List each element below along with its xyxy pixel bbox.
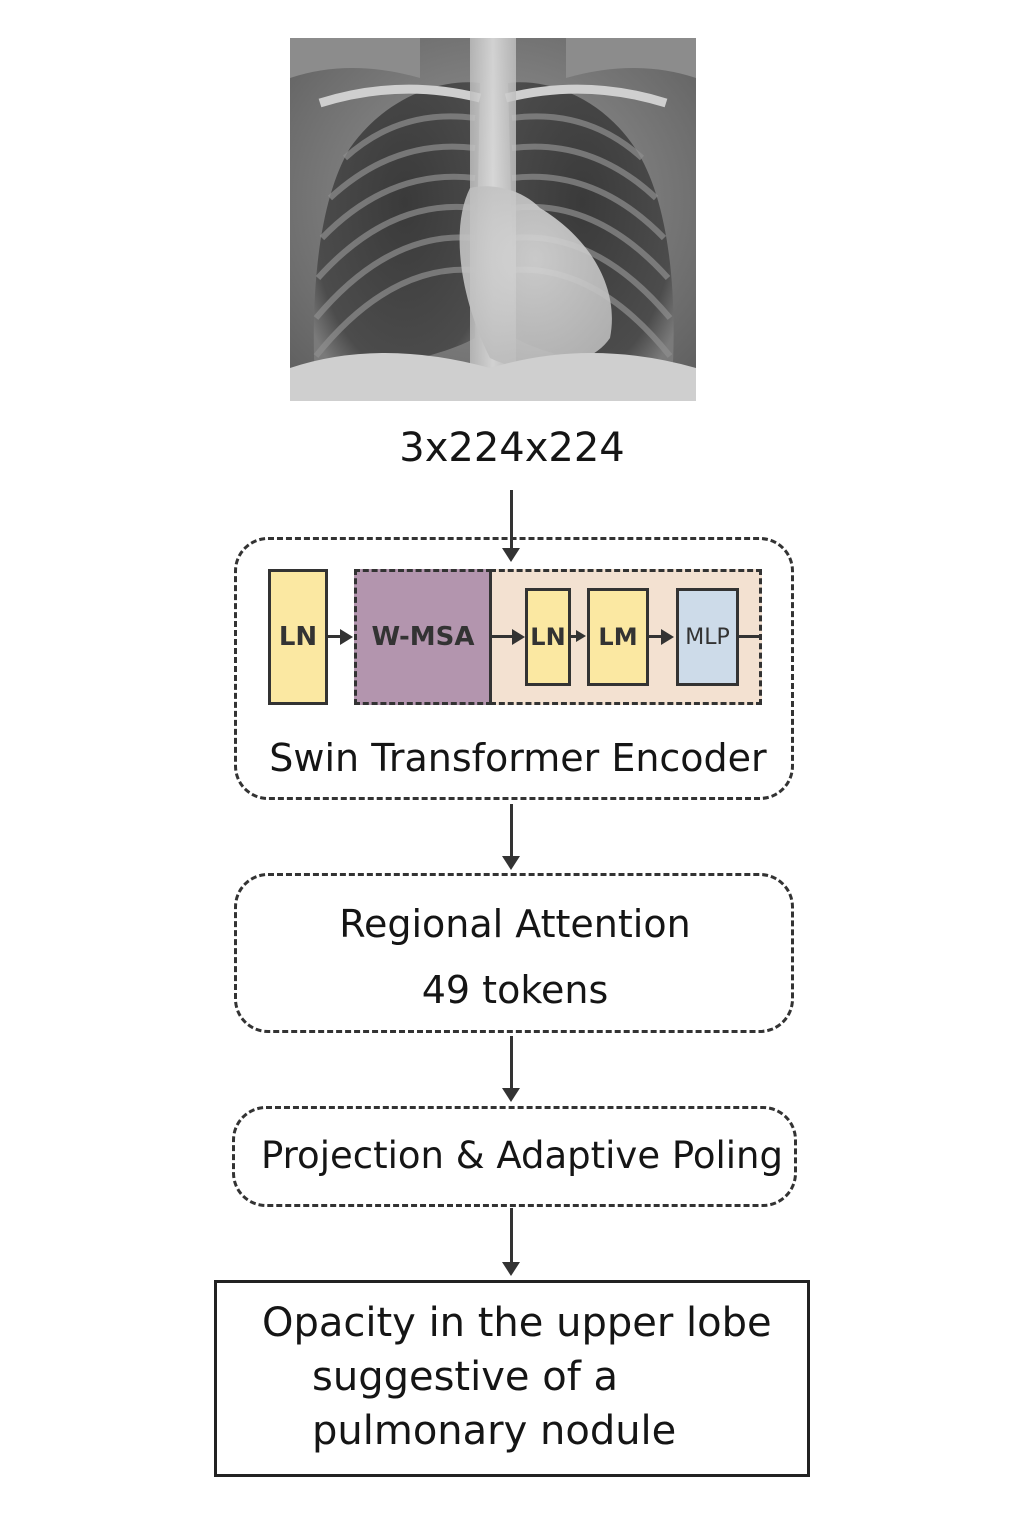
w-msa-block: W-MSA bbox=[354, 569, 492, 705]
arrow-head-right bbox=[340, 629, 353, 645]
regional-token-count: 49 tokens bbox=[421, 968, 609, 1012]
arrow-regional-to-projection bbox=[510, 1036, 513, 1090]
encoder-title: Swin Transformer Encoder bbox=[269, 736, 767, 780]
output-report-box bbox=[214, 1280, 810, 1477]
output-line-3: pulmonary nodule bbox=[312, 1408, 677, 1454]
arrow-head-right bbox=[661, 629, 674, 645]
ln-block-2: LN bbox=[525, 588, 571, 686]
chest-xray-image bbox=[290, 38, 696, 401]
output-line-1: Opacity in the upper lobe bbox=[262, 1300, 772, 1346]
arrow-head-right bbox=[512, 629, 525, 645]
arrow-wmsa-to-ln2 bbox=[492, 635, 514, 638]
arrow-projection-to-output bbox=[510, 1208, 513, 1264]
arrow-head-down bbox=[502, 856, 520, 870]
input-shape-label: 3x224x224 bbox=[399, 425, 625, 471]
arrow-encoder-to-regional bbox=[510, 804, 513, 860]
regional-attention-title: Regional Attention bbox=[339, 902, 691, 946]
arrow-head-down bbox=[502, 1262, 520, 1276]
regional-attention-container bbox=[234, 873, 794, 1033]
arrow-head-down bbox=[502, 1088, 520, 1102]
arrow-ln1-to-wmsa bbox=[328, 635, 342, 638]
projection-pooling-container bbox=[232, 1106, 797, 1207]
arrow-input-to-encoder bbox=[510, 490, 513, 550]
ln-block-1: LN bbox=[268, 569, 328, 705]
mlp-output-line bbox=[739, 635, 761, 638]
arrow-ln2-to-lm bbox=[571, 635, 577, 638]
arrow-head-down bbox=[502, 548, 520, 562]
projection-pooling-label: Projection & Adaptive Poling bbox=[261, 1134, 783, 1177]
lm-block: LM bbox=[587, 588, 649, 686]
output-line-2: suggestive of a bbox=[312, 1354, 618, 1400]
mlp-block: MLP bbox=[676, 588, 739, 686]
arrow-lm-to-mlp bbox=[649, 635, 663, 638]
swin-encoder-container bbox=[234, 537, 794, 800]
arrow-head-right bbox=[576, 630, 586, 642]
